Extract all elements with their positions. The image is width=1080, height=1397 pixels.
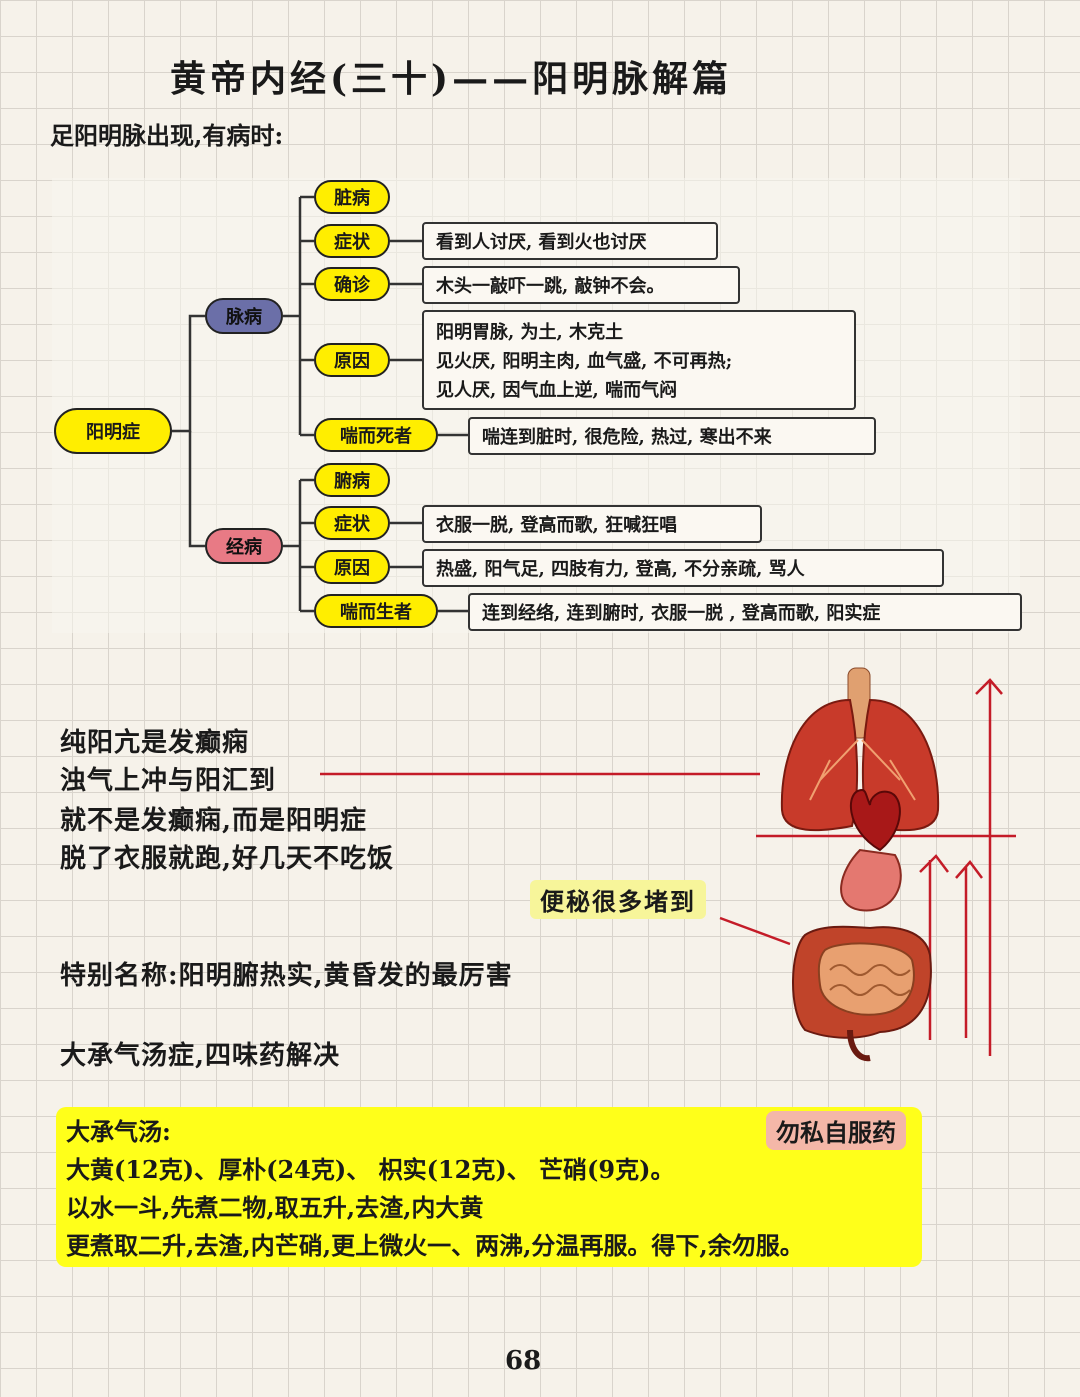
note-symptom-2: 衣服一脱, 登高而歌, 狂喊狂唱 [422,505,762,543]
organs-illustration [782,668,938,1058]
special-name: 特别名称:阳明腑热实,黄昏发的最厉害 [60,955,513,992]
node-branch-mai[interactable]: 脉病 [205,298,283,334]
node-root-label: 阳明症 [86,418,140,444]
constipation-note: 便秘很多堵到 [530,880,706,919]
node-chuan-si[interactable]: 喘而死者 [314,418,438,452]
node-branch-mai-label: 脉病 [226,303,262,329]
up-arrow-2 [956,862,982,1038]
note-symptom-1: 看到人讨厌, 看到火也讨厌 [422,222,718,260]
warning-badge: 勿私自服药 [766,1111,906,1150]
arrow-line-note [720,918,790,944]
node-label: 喘而生者 [340,598,412,624]
node-fubing[interactable]: 腑病 [314,463,390,497]
note-cause-2: 热盛, 阳气足, 四肢有力, 登高, 不分亲疏, 骂人 [422,549,944,587]
recipe-line-1: 大黄(12克)、厚朴(24克)、 枳实(12克)、 芒硝(9克)。 [66,1151,912,1189]
note-line: 见人厌, 因气血上逆, 喘而气闷 [436,376,677,402]
node-label: 腑病 [334,467,370,493]
poem-line-4: 脱了衣服就跑,好几天不吃饭 [60,838,394,875]
node-zangbing[interactable]: 脏病 [314,180,390,214]
node-label: 症状 [334,510,370,536]
node-label: 确诊 [334,271,370,297]
node-cause-2[interactable]: 原因 [314,550,390,584]
node-label: 症状 [334,228,370,254]
poem-line-3: 就不是发癫痫,而是阳明症 [60,800,367,837]
node-chuan-sheng[interactable]: 喘而生者 [314,594,438,628]
note-chuan-si: 喘连到脏时, 很危险, 热过, 寒出不来 [468,417,876,455]
node-cause-1[interactable]: 原因 [314,343,390,377]
node-symptom-1[interactable]: 症状 [314,224,390,258]
up-arrow-large [976,680,1002,1056]
poem-line-1: 纯阳亢是发癫痫 [60,722,249,759]
recipe-box: 大承气汤: 大黄(12克)、厚朴(24克)、 枳实(12克)、 芒硝(9克)。 … [56,1107,922,1267]
node-root[interactable]: 阳明症 [54,408,172,454]
note-cause-1: 阳明胃脉, 为土, 木克土 见火厌, 阳明主肉, 血气盛, 不可再热; 见人厌,… [422,310,856,410]
node-diagnosis[interactable]: 确诊 [314,267,390,301]
page-number: 68 [505,1346,541,1376]
node-branch-jing-label: 经病 [226,533,262,559]
recipe-line-2: 以水一斗,先煮二物,取五升,去渣,内大黄 [66,1189,912,1227]
node-label: 原因 [334,347,370,373]
node-label: 喘而死者 [340,422,412,448]
recipe-line-3: 更煮取二升,去渣,内芒硝,更上微火一、两沸,分温再服。得下,余勿服。 [66,1227,912,1265]
poem-line-2: 浊气上冲与阳汇到 [60,760,276,797]
note-line: 见火厌, 阳明主肉, 血气盛, 不可再热; [436,347,732,373]
node-label: 原因 [334,554,370,580]
note-diagnosis: 木头一敲吓一跳, 敲钟不会。 [422,266,740,304]
note-chuan-sheng: 连到经络, 连到腑时, 衣服一脱 , 登高而歌, 阳实症 [468,593,1022,631]
node-label: 脏病 [334,184,370,210]
node-branch-jing[interactable]: 经病 [205,528,283,564]
node-symptom-2[interactable]: 症状 [314,506,390,540]
formula-line: 大承气汤症,四味药解决 [60,1035,340,1072]
note-line: 阳明胃脉, 为土, 木克土 [436,318,623,344]
